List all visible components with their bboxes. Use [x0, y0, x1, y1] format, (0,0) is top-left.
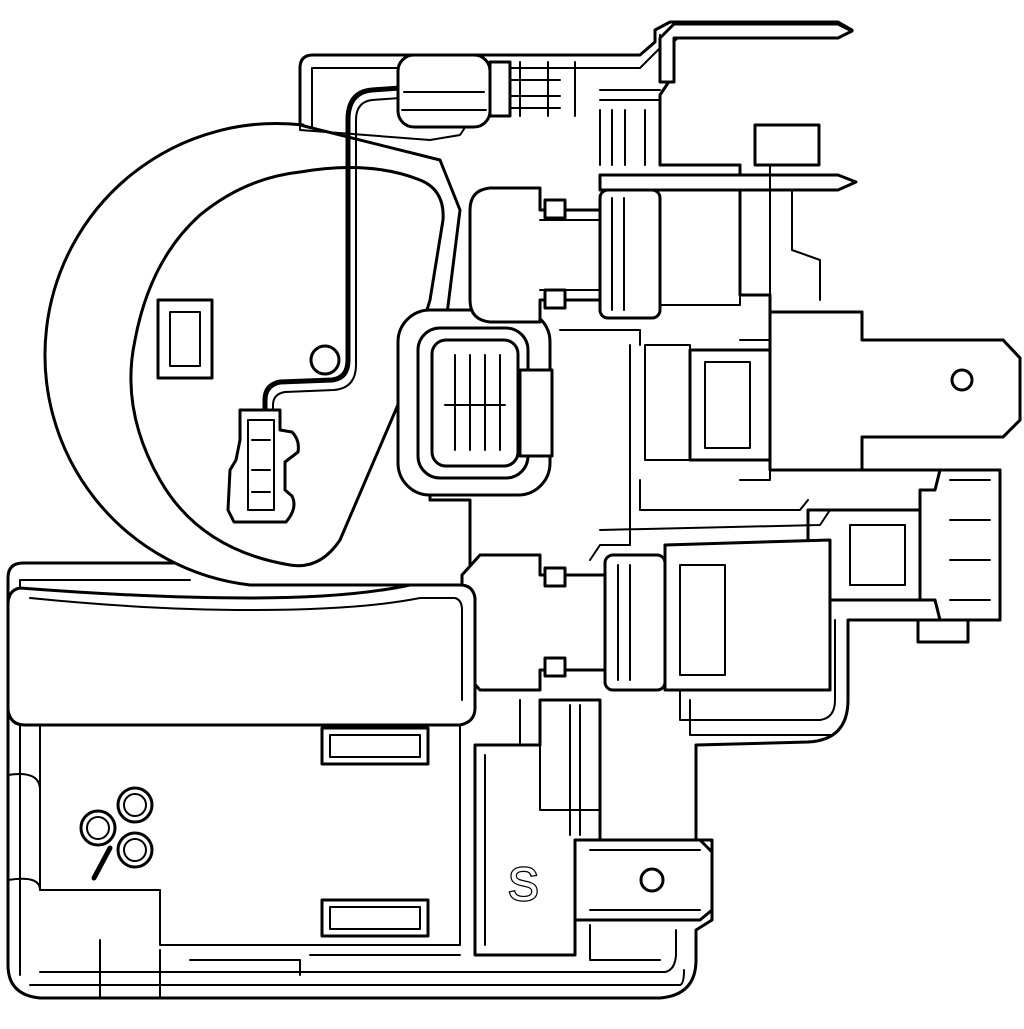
- right-spade-terminal-middle: [644, 310, 1022, 481]
- lower-relay-body: [6, 583, 477, 946]
- triple-ring-symbol: [79, 786, 154, 881]
- upper-coil-bobbin: [468, 186, 741, 324]
- bottom-rail: [99, 699, 661, 999]
- disc-plug-connector: [226, 408, 300, 524]
- top-sensor-capsule: [396, 53, 576, 129]
- s-terminal-label: S: [508, 858, 539, 910]
- s-terminal-block: S: [473, 698, 714, 957]
- frame-lines: [559, 109, 836, 736]
- top-terminal-pin: [599, 22, 854, 101]
- lower-coil-bobbin: [460, 509, 832, 692]
- center-plug-connector: [396, 308, 554, 497]
- thermal-protector-disc: [43, 121, 472, 587]
- right-side-clip: [806, 468, 1002, 644]
- right-spade-terminal-upper: [598, 123, 858, 301]
- housing-outline: [6, 20, 1022, 1000]
